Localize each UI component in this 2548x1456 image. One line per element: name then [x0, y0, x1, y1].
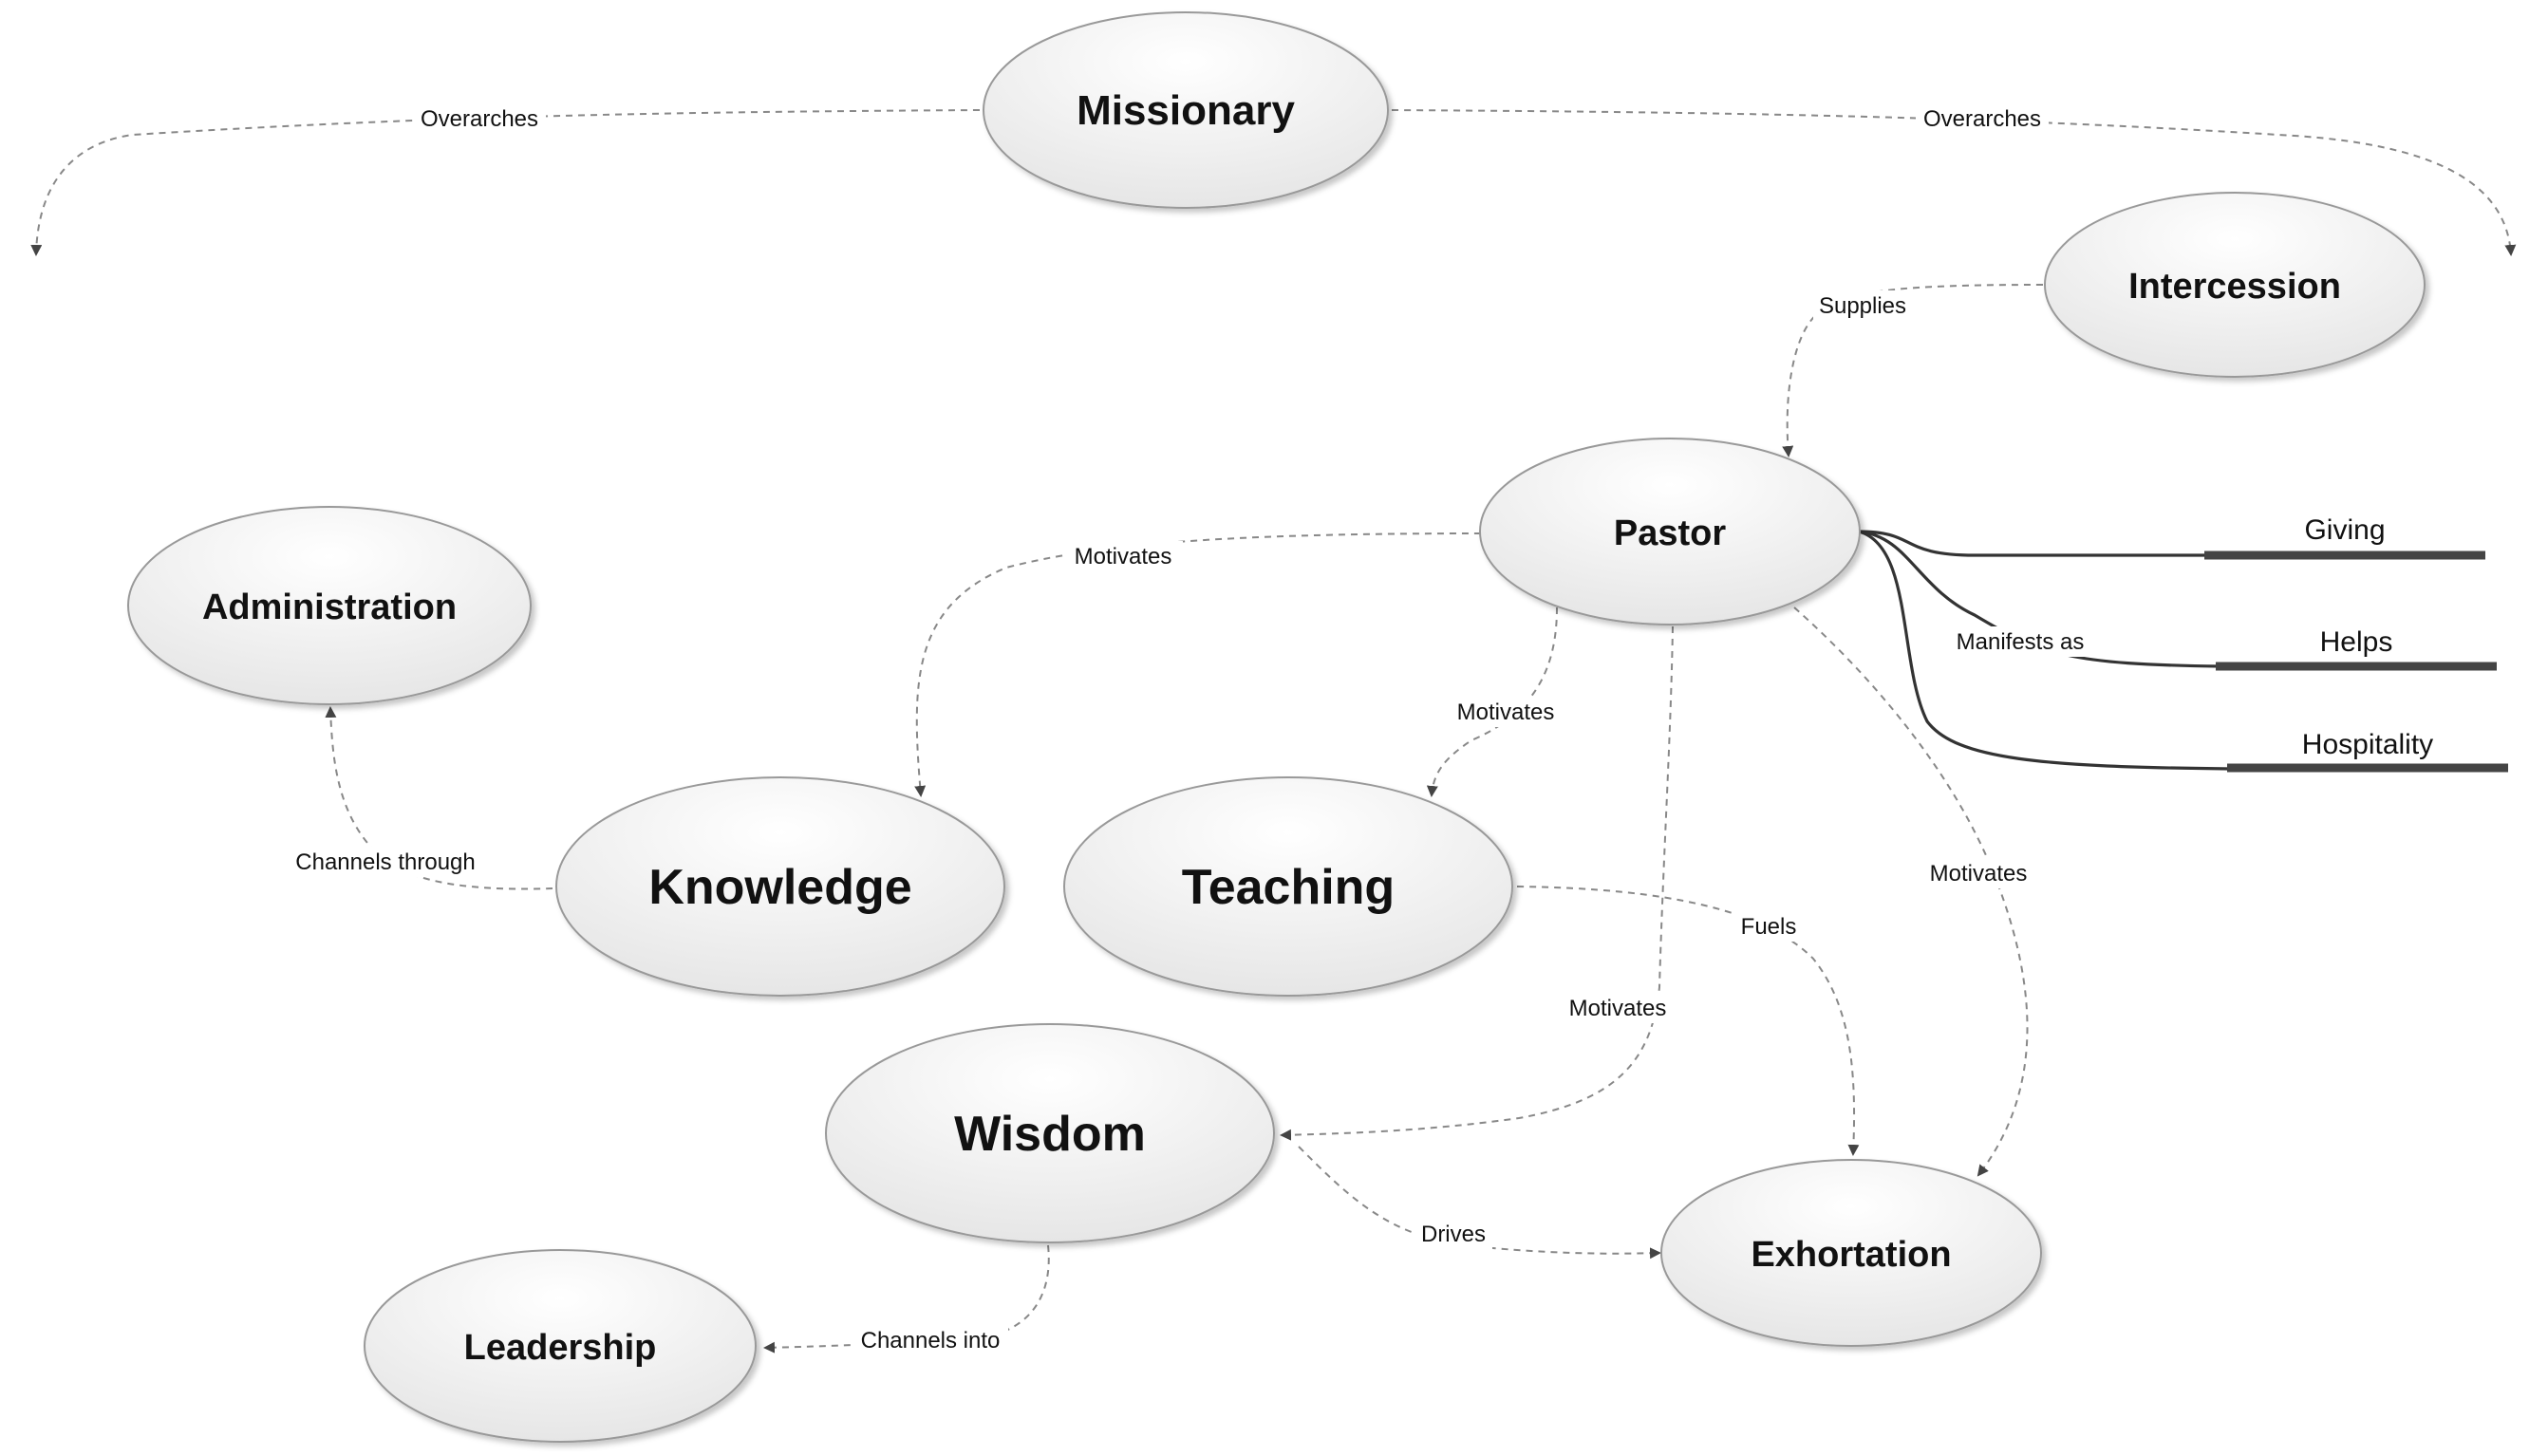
edge-motivates-teaching[interactable] — [1426, 607, 1558, 797]
node-missionary[interactable]: Missionary — [983, 11, 1389, 209]
node-knowledge-label: Knowledge — [648, 860, 911, 915]
label-motivates-knowledge: Motivates — [1075, 544, 1172, 569]
pastor-connectors — [1858, 530, 2508, 773]
edge-motivates-exhortation[interactable] — [1793, 607, 2029, 1177]
node-pastor[interactable]: Pastor — [1479, 438, 1861, 625]
edge-drives[interactable] — [1298, 1146, 1661, 1260]
connector-giving[interactable] — [1858, 530, 2212, 557]
edge-labels: Overarches Overarches Supplies Motivates… — [285, 103, 2094, 1355]
edge-motivates-knowledge[interactable] — [914, 532, 1482, 797]
label-manifests-as: Manifests as — [1957, 629, 2085, 655]
node-knowledge[interactable]: Knowledge — [555, 776, 1005, 997]
node-leadership-label: Leadership — [464, 1328, 657, 1368]
node-intercession-label: Intercession — [2128, 267, 2341, 307]
edge-supplies[interactable] — [1782, 284, 2044, 457]
node-exhortation[interactable]: Exhortation — [1660, 1159, 2042, 1347]
node-exhortation-label: Exhortation — [1751, 1235, 1951, 1275]
nodes: Missionary Intercession Pastor Administr… — [127, 11, 2426, 1443]
leaf-hospitality[interactable]: Hospitality — [2302, 729, 2433, 760]
label-channels-into: Channels into — [861, 1328, 1001, 1353]
edge-fuels[interactable] — [1516, 886, 1860, 1156]
edge-overarches-left[interactable] — [30, 109, 981, 256]
edge-motivates-wisdom[interactable] — [1280, 625, 1674, 1141]
connector-hospitality[interactable] — [1858, 530, 2232, 771]
label-supplies: Supplies — [1819, 293, 1906, 319]
node-leadership[interactable]: Leadership — [364, 1249, 757, 1443]
label-motivates-wisdom: Motivates — [1569, 996, 1667, 1021]
label-overarches-right: Overarches — [1923, 106, 2041, 132]
leaf-helps[interactable]: Helps — [2320, 626, 2393, 658]
label-motivates-exhortation: Motivates — [1930, 861, 2028, 887]
leaf-giving[interactable]: Giving — [2304, 514, 2385, 546]
node-pastor-label: Pastor — [1614, 513, 1726, 553]
label-channels-through: Channels through — [295, 849, 475, 875]
node-wisdom-label: Wisdom — [954, 1107, 1146, 1162]
label-motivates-teaching: Motivates — [1457, 700, 1555, 725]
node-missionary-label: Missionary — [1077, 87, 1295, 134]
node-administration-label: Administration — [202, 588, 457, 627]
label-drives: Drives — [1421, 1222, 1486, 1247]
connector-helps[interactable] — [1858, 530, 2222, 668]
edge-overarches-right[interactable] — [1391, 109, 2517, 256]
label-fuels: Fuels — [1741, 914, 1797, 940]
node-administration[interactable]: Administration — [127, 506, 532, 705]
node-teaching-label: Teaching — [1182, 860, 1395, 915]
node-wisdom[interactable]: Wisdom — [825, 1023, 1275, 1243]
node-intercession[interactable]: Intercession — [2044, 192, 2426, 378]
node-teaching[interactable]: Teaching — [1063, 776, 1513, 997]
label-overarches-left: Overarches — [421, 106, 538, 132]
leaf-labels: Giving Helps Hospitality — [2302, 514, 2433, 760]
